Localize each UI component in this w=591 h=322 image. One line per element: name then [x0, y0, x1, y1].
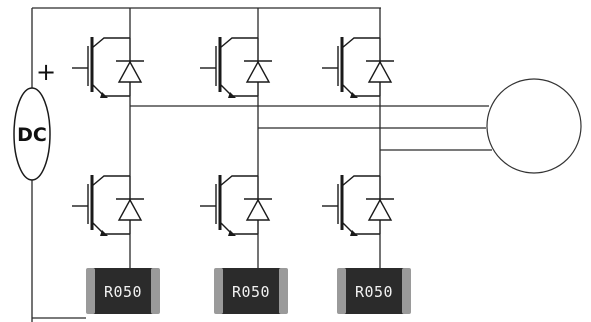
shunt-cap-left: [86, 268, 95, 314]
shunt-resistor: R050: [86, 268, 160, 314]
igbt-collector: [219, 175, 258, 187]
igbt-switch: [72, 37, 144, 98]
igbt-emitter: [91, 221, 130, 235]
igbt-emitter: [341, 221, 380, 235]
igbt-emitter: [91, 83, 130, 97]
igbt-collector: [91, 37, 130, 49]
shunt-group: R050 R050 R050: [86, 268, 411, 314]
igbt-emitter-arrow: [228, 92, 236, 98]
shunt-body: [214, 268, 288, 314]
igbt-emitter-arrow: [228, 230, 236, 236]
diode-triangle: [117, 60, 143, 83]
diode-triangle: [367, 198, 393, 221]
igbt-emitter-arrow: [350, 230, 358, 236]
igbt-collector: [91, 175, 130, 187]
shunt-label: R050: [232, 283, 270, 301]
igbt-switch: [72, 175, 144, 236]
shunt-label: R050: [355, 283, 393, 301]
shunt-cap-left: [337, 268, 346, 314]
shunt-cap-left: [214, 268, 223, 314]
igbt-switch: [322, 175, 394, 236]
shunt-body: [337, 268, 411, 314]
shunt-cap-right: [279, 268, 288, 314]
shunt-resistor: R050: [337, 268, 411, 314]
igbt-collector: [341, 175, 380, 187]
igbt-emitter-arrow: [100, 92, 108, 98]
igbt-switch: [200, 175, 272, 236]
igbt-switch: [322, 37, 394, 98]
diode-triangle: [245, 198, 271, 221]
diode-triangle: [117, 198, 143, 221]
shunt-cap-right: [151, 268, 160, 314]
dc-source: DC +: [13, 58, 56, 181]
shunt-body: [86, 268, 160, 314]
diode-triangle: [245, 60, 271, 83]
switch-group: [72, 37, 394, 236]
igbt-collector: [341, 37, 380, 49]
dc-source-label: DC: [17, 124, 47, 146]
igbt-collector: [219, 37, 258, 49]
shunt-label: R050: [104, 283, 142, 301]
dc-source-polarity: +: [36, 58, 56, 86]
igbt-emitter-arrow: [350, 92, 358, 98]
igbt-switch: [200, 37, 272, 98]
igbt-emitter: [219, 83, 258, 97]
shunt-cap-right: [402, 268, 411, 314]
igbt-emitter: [341, 83, 380, 97]
shunt-resistor: R050: [214, 268, 288, 314]
diode-triangle: [367, 60, 393, 83]
motor-symbol: [486, 78, 582, 174]
igbt-emitter: [219, 221, 258, 235]
dc-source-body: [13, 87, 51, 181]
igbt-emitter-arrow: [100, 230, 108, 236]
